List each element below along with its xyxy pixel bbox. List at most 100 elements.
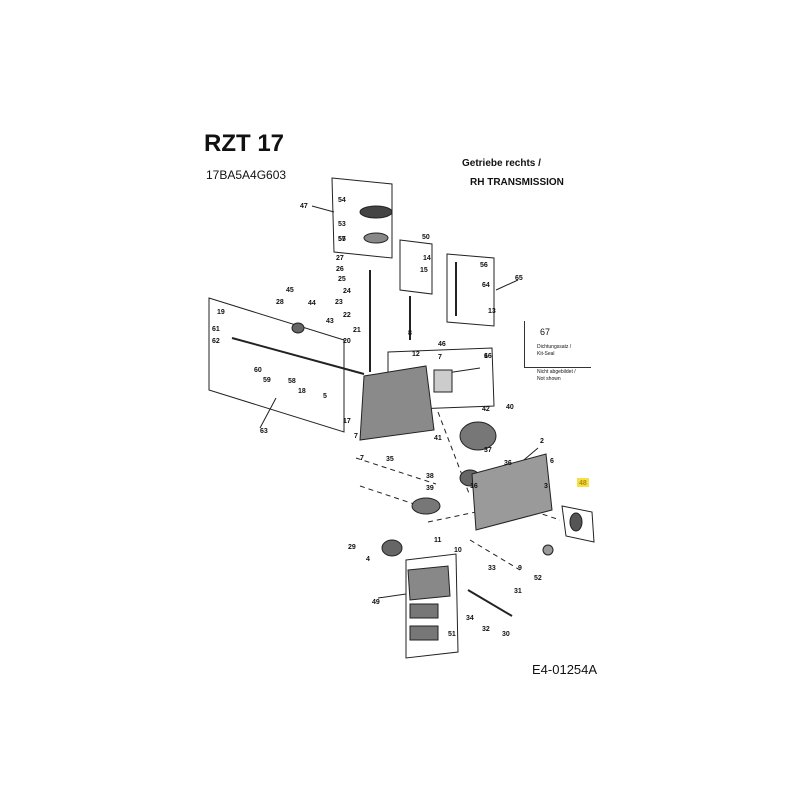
- legend-seal-kit-de: Dichtungssatz /: [537, 344, 572, 350]
- pulley-part: [359, 205, 393, 219]
- charge-pump-group-box: [405, 553, 459, 659]
- legend-item-number: 67: [540, 327, 551, 337]
- part-callout-33: 33: [488, 565, 496, 572]
- dashed-leader: [359, 485, 421, 507]
- highlighted-part: [569, 512, 583, 532]
- part-callout-37: 37: [484, 447, 492, 454]
- part-callout-35: 35: [386, 456, 394, 463]
- part-callout-8: 8: [408, 330, 412, 337]
- leader-arrow: [311, 205, 335, 213]
- bypass-shaft: [467, 589, 513, 617]
- part-callout-7: 7: [354, 433, 358, 440]
- legend-not-shown-de: Nicht abgebildet /: [537, 369, 576, 375]
- part-callout-4: 4: [366, 556, 370, 563]
- part-callout-2: 2: [540, 438, 544, 445]
- part-callout-12: 12: [412, 351, 420, 358]
- pump-plate-part: [409, 625, 439, 641]
- axle-shaft: [231, 337, 365, 375]
- model-number: 17BA5A4G603: [206, 168, 287, 182]
- transmission-housing-part: [359, 365, 435, 441]
- callout-layer: 1234567778910111213141516171819202122232…: [212, 197, 589, 638]
- part-callout-54: 54: [338, 197, 346, 204]
- part-callout-41: 41: [434, 435, 442, 442]
- part-callout-52: 52: [534, 575, 542, 582]
- part-callout-57: 57: [338, 236, 346, 243]
- leader-arrow: [495, 279, 519, 291]
- leader-arrow: [259, 397, 277, 429]
- part-callout-23: 23: [335, 299, 343, 306]
- washer-part: [542, 544, 554, 556]
- transmission-title-en: RH TRANSMISSION: [470, 177, 564, 188]
- part-callout-42: 42: [482, 406, 490, 413]
- block-part: [411, 497, 441, 515]
- part-callout-66: 66: [484, 353, 492, 360]
- part-callout-38: 38: [426, 473, 434, 480]
- part-callout-56: 56: [480, 262, 488, 269]
- legend-not-shown-en: Not shown: [537, 376, 561, 382]
- part-callout-11: 11: [434, 537, 442, 544]
- part-callout-3: 3: [544, 483, 548, 490]
- bearing-part: [291, 322, 305, 334]
- transmission-title-de: Getriebe rechts /: [462, 158, 541, 169]
- part-callout-7: 7: [360, 455, 364, 462]
- part-callout-43: 43: [326, 318, 334, 325]
- part-callout-27: 27: [336, 255, 344, 262]
- part-callout-65: 65: [515, 275, 523, 282]
- part-callout-39: 39: [426, 485, 434, 492]
- part-callout-19: 19: [217, 309, 225, 316]
- part-callout-49: 49: [372, 599, 380, 606]
- part-callout-17: 17: [343, 418, 351, 425]
- part-callout-31: 31: [514, 588, 522, 595]
- document-code: E4-01254A: [532, 662, 598, 677]
- end-cap-part: [471, 453, 553, 531]
- part-callout-59: 59: [263, 377, 271, 384]
- part-callout-22: 22: [343, 312, 351, 319]
- part-callout-20: 20: [343, 338, 351, 345]
- dashed-leader: [427, 511, 477, 523]
- valve-group-box: [446, 253, 495, 327]
- part-callout-28: 28: [276, 299, 284, 306]
- part-callout-60: 60: [254, 367, 262, 374]
- fan-part: [363, 232, 389, 244]
- part-callout-64: 64: [482, 282, 490, 289]
- pump-plate-part: [409, 603, 439, 619]
- legend-box: [524, 321, 591, 368]
- part-callout-16: 16: [470, 483, 478, 490]
- part-callout-63: 63: [260, 428, 268, 435]
- model-title: RZT 17: [204, 130, 285, 157]
- part-callout-7: 7: [438, 354, 442, 361]
- part-callout-36: 36: [504, 460, 512, 467]
- part-callout-29: 29: [348, 544, 356, 551]
- part-callout-1: 1: [484, 353, 488, 360]
- axle-group-box: [208, 297, 345, 433]
- part-callout-55: 55: [338, 236, 346, 243]
- seal-part: [381, 539, 403, 557]
- part-callout-5: 5: [323, 393, 327, 400]
- part-callout-32: 32: [482, 626, 490, 633]
- dashed-leader: [355, 457, 437, 485]
- part-callout-21: 21: [353, 327, 361, 334]
- part-callout-40: 40: [506, 404, 514, 411]
- leader-arrow: [377, 593, 407, 599]
- part-callout-48: 48: [579, 480, 587, 487]
- pin-group-box: [399, 239, 433, 295]
- gasket-part: [433, 369, 453, 393]
- part-callout-61: 61: [212, 326, 220, 333]
- part-callout-46: 46: [438, 341, 446, 348]
- part-callout-44: 44: [308, 300, 316, 307]
- part-callout-51: 51: [448, 631, 456, 638]
- part-callout-62: 62: [212, 338, 220, 345]
- gear-part: [459, 421, 497, 451]
- callout-highlight: [577, 478, 589, 487]
- part-callout-18: 18: [298, 388, 306, 395]
- part-callout-25: 25: [338, 276, 346, 283]
- part-callout-9: 9: [518, 565, 522, 572]
- part-callout-45: 45: [286, 287, 294, 294]
- pulley-group-box: [331, 177, 393, 259]
- part-callout-6: 6: [550, 458, 554, 465]
- part-callout-58: 58: [288, 378, 296, 385]
- part-callout-10: 10: [454, 547, 462, 554]
- part-callout-53: 53: [338, 221, 346, 228]
- part-callout-24: 24: [343, 288, 351, 295]
